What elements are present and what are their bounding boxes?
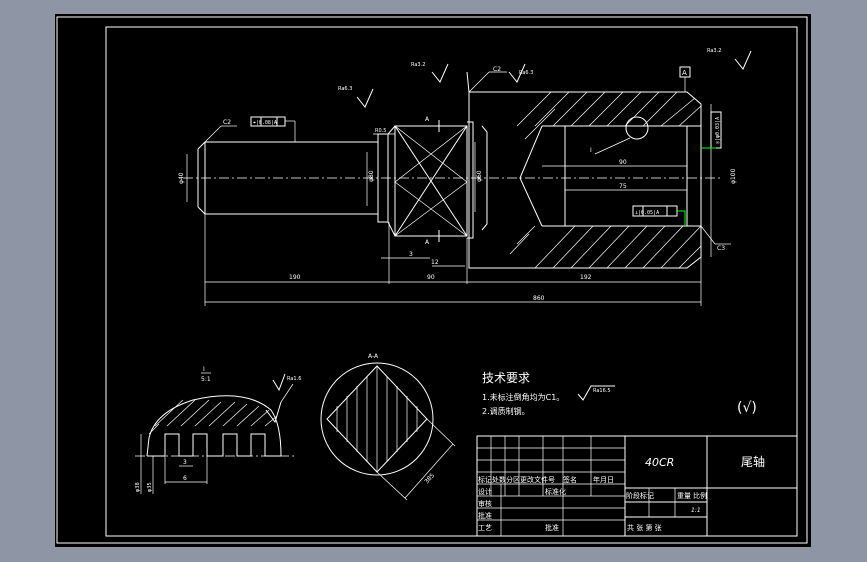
tb-design: 设计: [478, 487, 492, 496]
section-hatch: [336, 366, 418, 472]
hatch-top: [516, 91, 702, 140]
detail-dim-3: 3: [183, 459, 187, 466]
detail-view: I 5:1 Ra1.6: [135, 366, 301, 494]
dimension-lines: [186, 104, 712, 306]
tb-scale-header: 比例: [693, 491, 707, 500]
detail-scale: 5:1: [201, 376, 211, 383]
outer-frame: [56, 16, 808, 544]
tb-mark: 标记: [478, 475, 492, 484]
chamfer-c2-top: C2: [493, 66, 501, 73]
roughness-c: Ra6.3: [519, 70, 533, 76]
drawing-canvas: I: [55, 14, 811, 547]
dim-dia-60: φ60: [476, 170, 483, 182]
section-title: A-A: [368, 353, 379, 360]
detail-circle: [625, 116, 649, 140]
section-mark-bottom: A: [425, 239, 430, 246]
dim-dia-100: φ100: [730, 168, 737, 184]
dim-dia-40: φ40: [178, 172, 185, 184]
tb-count: 处数: [492, 475, 506, 484]
datum-label: A: [682, 69, 687, 77]
svg-text:⊥|0.05|A: ⊥|0.05|A: [635, 210, 659, 216]
svg-text:◎|φ0.03|A: ◎|φ0.03|A: [715, 117, 721, 144]
tb-material: 40CR: [645, 456, 674, 469]
tech-requirements: 技术要求 1.未标注倒角均为C1。 Ra16.5 2.调质制钢。 (√): [482, 371, 757, 416]
tb-standard: 标准化: [545, 487, 566, 496]
roughness-symbols: [356, 50, 752, 108]
detail-dia-2: φ35: [147, 482, 153, 492]
tb-weight: 重量: [677, 492, 691, 500]
surface-finish-mark: (√): [737, 400, 757, 416]
roughness-b: Ra3.2: [411, 62, 425, 68]
chamfer-c3: C3: [717, 245, 725, 252]
tb-stage: 阶段标记: [626, 491, 654, 500]
section-mark-top: A: [425, 116, 430, 123]
chamfer-c2-left: C2: [223, 119, 231, 126]
section-circle: [320, 362, 434, 476]
tb-zone: 分区: [506, 475, 520, 484]
detail-ref-label: I: [590, 147, 592, 154]
detail-title: I: [203, 366, 205, 373]
svg-text:⌖|0.08|A: ⌖|0.08|A: [253, 120, 277, 126]
hatch-bottom: [509, 225, 702, 269]
tech-req-roughness: Ra16.5: [593, 388, 611, 394]
inner-frame: [105, 26, 798, 537]
title-block: 标记 处数 分区 更改文件号 签名 年月日 设计 审核 批准 工艺 标准化 批准…: [476, 435, 798, 537]
roughness-d: Ra3.2: [707, 48, 721, 54]
dim-90: 90: [427, 274, 435, 281]
tb-approve-2: 批准: [545, 523, 559, 532]
tb-sign: 签名: [563, 475, 577, 484]
tb-process: 工艺: [478, 524, 492, 532]
detail-roughness: Ra1.6: [287, 376, 301, 382]
tech-req-item-1: 1.未标注倒角均为C1。: [482, 392, 564, 402]
dim-12: 12: [431, 259, 439, 266]
sheet-background: [55, 14, 811, 547]
tech-req-item-2: 2.调质制钢。: [482, 406, 530, 416]
section-view: A-A 385: [320, 353, 456, 501]
roughness-a: Ra6.3: [338, 86, 352, 92]
detail-dim-6: 6: [183, 475, 187, 482]
main-view: I: [178, 48, 752, 306]
tolerance-frame-left: ⌖|0.08|A: [250, 116, 286, 127]
tb-part-name: 尾轴: [741, 454, 765, 469]
drawing-sheet: I: [55, 14, 811, 547]
dim-190: 190: [289, 274, 301, 281]
tb-scale-value: 1:1: [691, 507, 701, 514]
dim-860: 860: [533, 295, 545, 302]
dim-dia-80: φ80: [368, 170, 375, 182]
tech-req-title: 技术要求: [482, 371, 530, 385]
tb-check: 审核: [478, 499, 492, 508]
tb-date: 年月日: [593, 475, 614, 484]
detail-dia-1: φ38: [135, 482, 141, 492]
tb-sheets: 共 张 第 张: [627, 523, 662, 532]
tb-approve: 批准: [478, 511, 492, 520]
dim-3: 3: [409, 251, 413, 258]
dim-depth-75: 75: [619, 183, 627, 190]
corner-radius-label: R0.5: [375, 128, 386, 134]
dim-192: 192: [580, 274, 592, 281]
dim-depth-90: 90: [619, 159, 627, 166]
tb-doc: 更改文件号: [520, 475, 555, 484]
